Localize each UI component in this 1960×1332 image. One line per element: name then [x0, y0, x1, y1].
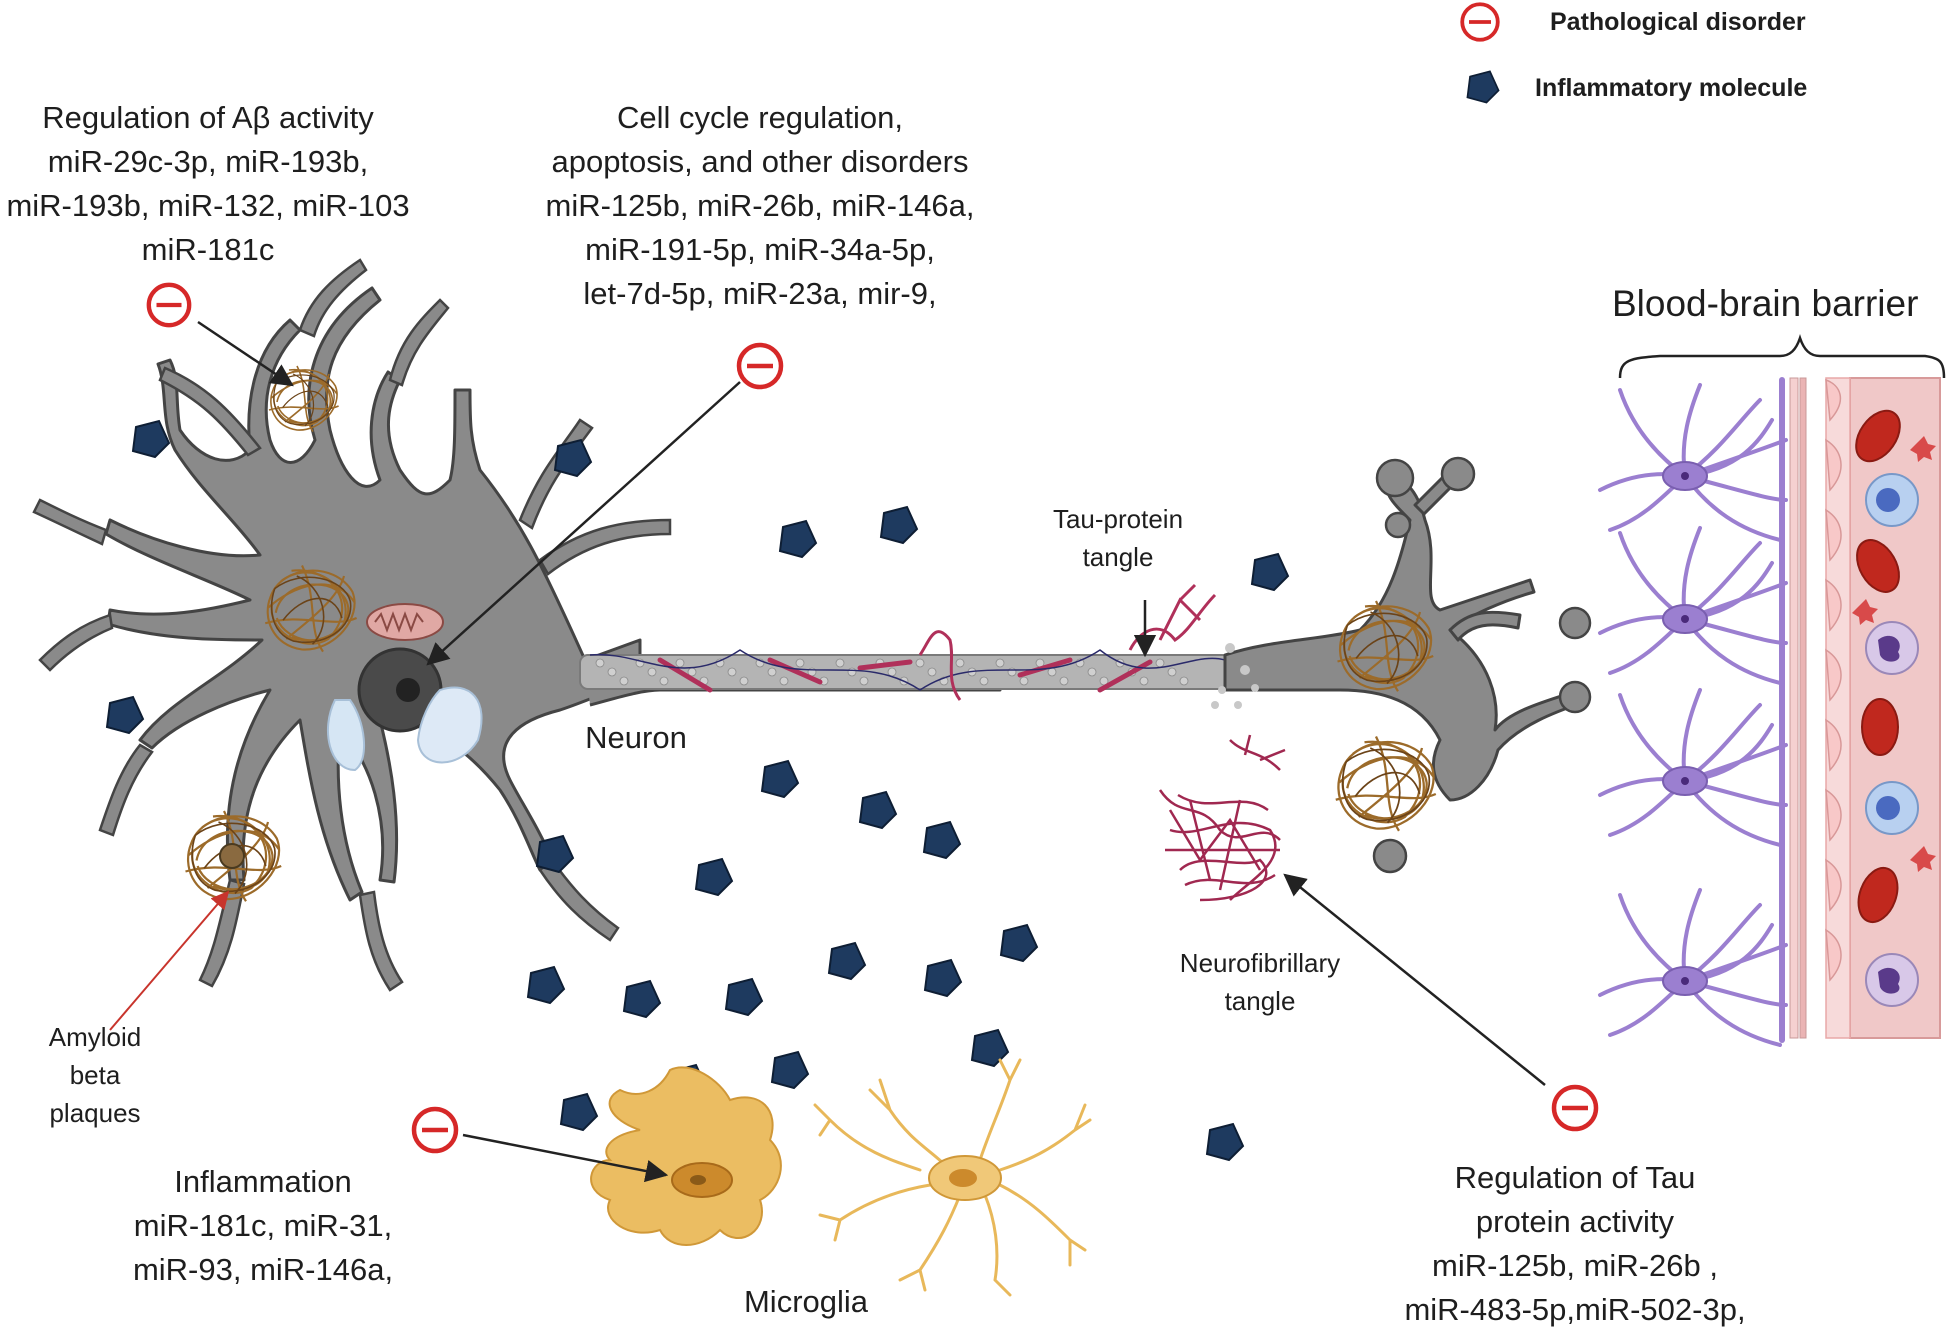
- legend-molecule-icon: [1466, 70, 1500, 104]
- vacuole-right: [416, 686, 483, 764]
- label-inflammation: Inflammation miR-181c, miR-31, miR-93, m…: [132, 1164, 394, 1287]
- label-tau-protein-tangle: Tau-protein tangle: [1052, 504, 1184, 572]
- platelets: [1852, 436, 1936, 872]
- inhibit-inflammation-icon: [414, 1109, 456, 1151]
- label-cellcycle: Cell cycle regulation, apoptosis, and ot…: [545, 100, 975, 311]
- legend-inflammatory: Inflammatory molecule: [1535, 74, 1808, 102]
- red-blood-cells: [1855, 409, 1901, 924]
- leukocytes: [1865, 473, 1919, 1007]
- label-neuron: Neuron: [585, 720, 687, 755]
- endothelial-cells: [1825, 378, 1842, 982]
- neurofibrillary-tangle: [1158, 734, 1286, 902]
- label-amyloid: Amyloid beta plaques: [48, 1022, 142, 1128]
- mitochondrion: [366, 603, 444, 641]
- astrocyte-nuclei: [1681, 472, 1689, 985]
- inhibit-tau-icon: [1554, 1087, 1596, 1129]
- label-tau-regulation: Regulation of Tau protein activity miR-1…: [1404, 1160, 1746, 1327]
- nucleolus: [396, 678, 420, 702]
- inhibit-cellcycle-icon: [739, 345, 781, 387]
- astrocyte-bodies: [1662, 461, 1708, 996]
- arrow-cellcycle: [426, 381, 741, 666]
- vacuole-left: [326, 699, 366, 772]
- inhibit-abeta-icon: [149, 285, 189, 325]
- arrow-tau: [1283, 873, 1546, 1086]
- dendrite-branches: [32, 258, 672, 992]
- vesicles: [1211, 643, 1259, 709]
- arrow-amyloid: [109, 890, 230, 1031]
- bbb-bracket: [1618, 334, 1946, 379]
- arrow-abeta: [197, 320, 294, 387]
- label-microglia: Microglia: [743, 1284, 869, 1319]
- label-neurofibrillary: Neurofibrillary tangle: [1179, 948, 1341, 1016]
- label-abeta: Regulation of Aβ activity miR-29c-3p, mi…: [6, 100, 410, 267]
- microglia-ramified: [813, 1058, 1092, 1297]
- label-bbb: Blood-brain barrier: [1612, 283, 1919, 324]
- terminal-buttons: [1372, 456, 1592, 874]
- microglia-amoeboid: [590, 1066, 782, 1246]
- arrow-inflammation: [462, 1133, 669, 1183]
- legend-pathological: Pathological disorder: [1550, 8, 1806, 36]
- axon: [579, 583, 1231, 701]
- plaque-terminal-bottom: [1334, 735, 1437, 832]
- legend-inhibit-icon: [1462, 4, 1498, 40]
